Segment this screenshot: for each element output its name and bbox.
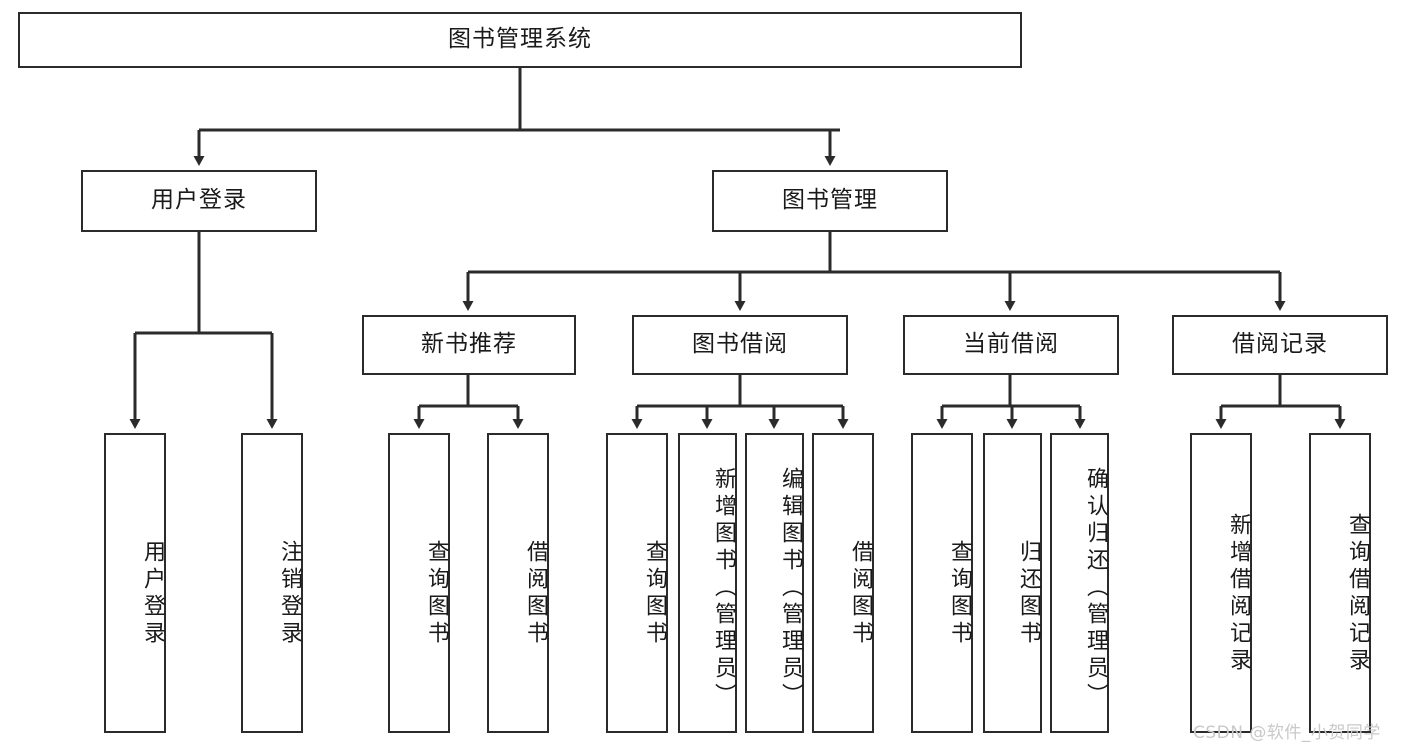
node-new-book-recommend[interactable]: 新书推荐 — [362, 315, 576, 375]
node-label: 图书借阅 — [692, 331, 788, 358]
node-label: 查询图书 — [642, 540, 667, 648]
node-label: 编辑图书（管理员） — [778, 466, 803, 710]
leaf-add-borrow-record[interactable]: 新增借阅记录 — [1190, 433, 1252, 733]
leaf-query-book-newbook[interactable]: 查询图书 — [388, 433, 450, 733]
leaf-borrow-book-borrow[interactable]: 借阅图书 — [812, 433, 874, 733]
leaf-return-book[interactable]: 归还图书 — [983, 433, 1042, 733]
node-label: 归还图书 — [1016, 540, 1041, 648]
node-book-management[interactable]: 图书管理 — [712, 170, 948, 232]
node-book-borrow[interactable]: 图书借阅 — [632, 315, 848, 375]
node-label: 借阅记录 — [1232, 331, 1328, 358]
node-label: 用户登录 — [140, 540, 165, 648]
node-label: 图书管理 — [782, 187, 878, 214]
node-label: 查询图书 — [947, 540, 972, 648]
node-label: 借阅图书 — [848, 540, 873, 648]
node-label: 查询图书 — [424, 540, 449, 648]
node-label: 新增图书（管理员） — [711, 466, 736, 710]
leaf-add-book-admin[interactable]: 新增图书（管理员） — [678, 433, 737, 733]
node-current-borrow[interactable]: 当前借阅 — [903, 315, 1119, 375]
leaf-query-book-current[interactable]: 查询图书 — [911, 433, 973, 733]
node-label: 当前借阅 — [963, 331, 1059, 358]
node-label: 新增借阅记录 — [1226, 513, 1251, 675]
node-label: 新书推荐 — [421, 331, 517, 358]
node-label: 借阅图书 — [523, 540, 548, 648]
node-user-login[interactable]: 用户登录 — [81, 170, 317, 232]
leaf-query-book-borrow[interactable]: 查询图书 — [606, 433, 668, 733]
node-label: 用户登录 — [151, 187, 247, 214]
leaf-borrow-book-newbook[interactable]: 借阅图书 — [487, 433, 549, 733]
node-label: 确认归还（管理员） — [1083, 466, 1108, 710]
leaf-user-login[interactable]: 用户登录 — [104, 433, 166, 733]
node-label: 注销登录 — [277, 540, 302, 648]
leaf-query-borrow-record[interactable]: 查询借阅记录 — [1309, 433, 1371, 733]
leaf-logout[interactable]: 注销登录 — [241, 433, 303, 733]
node-root-system[interactable]: 图书管理系统 — [18, 12, 1022, 68]
leaf-edit-book-admin[interactable]: 编辑图书（管理员） — [745, 433, 804, 733]
node-label: 图书管理系统 — [448, 26, 592, 53]
leaf-confirm-return-admin[interactable]: 确认归还（管理员） — [1050, 433, 1109, 733]
watermark-text: CSDN @软件_小贺同学 — [1193, 723, 1381, 743]
node-borrow-record[interactable]: 借阅记录 — [1172, 315, 1388, 375]
node-label: 查询借阅记录 — [1345, 513, 1370, 675]
